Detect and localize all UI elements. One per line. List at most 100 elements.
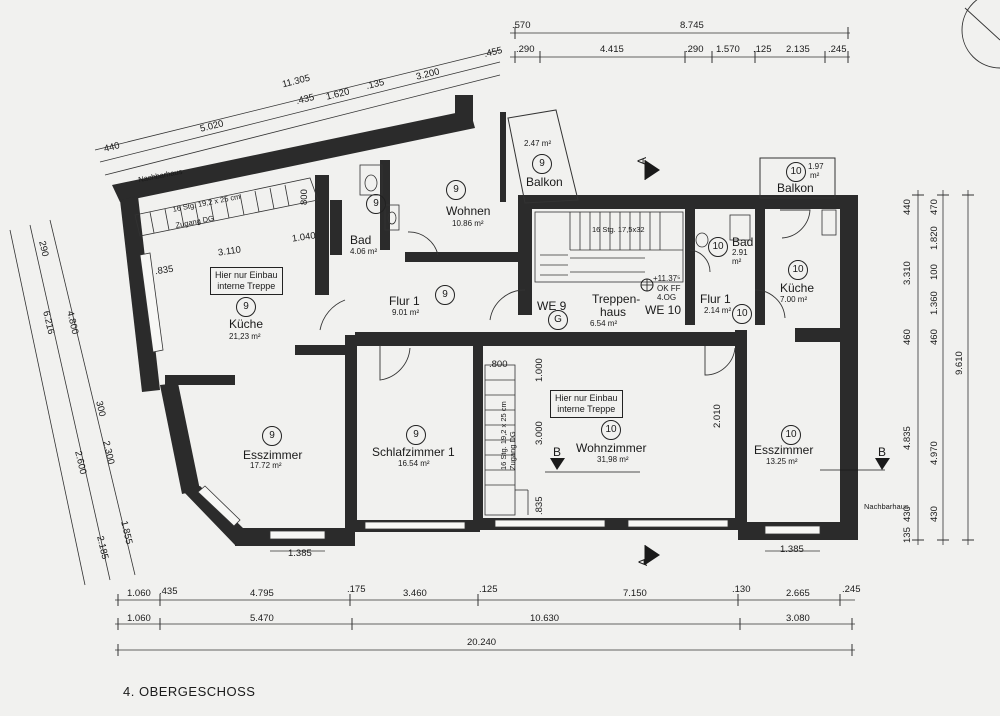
nachbarhaus-right-label: Nachbarhaus [864,502,909,511]
dim-w-800: .800 [489,359,508,370]
dim-l-300: 300 [93,399,108,418]
dim-w-1000: 1.000 [534,358,545,382]
we9-label: WE 9 [537,299,567,313]
room-balkon9-area: 2.47 m² [524,139,552,148]
we10-label: WE 10 [645,303,682,317]
dim-w-3000: 3.000 [534,421,545,445]
dim-r-125: .125 [753,44,772,55]
dim-r-430b: 430 [929,506,940,522]
room-balkon10-unit: 10 [786,162,806,182]
room-flur10-name: Flur 1 [700,292,731,306]
room-kueche10-area: 7.00 m² [780,295,808,304]
dim-r-290a: .290 [516,44,535,55]
windows [139,252,821,540]
dim-r-460b: 460 [929,329,940,345]
dim-r-430a: 430 [902,506,913,522]
room-balkon10-area-a: 1.97 [808,162,824,171]
room-bad10-name: Bad [732,235,754,249]
dim-b2-5470: 5.470 [250,613,274,624]
dim-b2-1060: 1.060 [127,613,151,624]
dim-b1-435: .435 [159,586,178,597]
dim-r-245: .245 [828,44,847,55]
ok-ff-label: OK FF [657,284,681,293]
room-balkon9-name: Balkon [526,175,563,189]
einbau-note-a: Hier nur Einbau interne Treppe [210,267,283,295]
room-wohnen-area: 10.86 m² [452,219,484,228]
room-wohnen-unit: 9 [446,180,466,200]
dim-r-1570: 1.570 [716,44,740,55]
room-balkon10-area-b: m² [810,171,820,180]
room-wohnzimmer-area: 31,98 m² [597,455,629,464]
dim-k-800: 800 [299,189,310,205]
room-schlafzimmer-name: Schlafzimmer 1 [372,445,455,459]
room-esszimmer9-unit: 9 [262,426,282,446]
room-flur9-name: Flur 1 [389,294,420,308]
room-flur10-unit: 10 [732,304,752,324]
north-arrow-icon [961,0,1000,69]
stairs-mid-label-2: Zugang DG [508,431,517,470]
section-b-left: B [553,445,562,459]
room-flur10-area: 2.14 m² [704,306,732,315]
dim-b1-7150: 7.150 [623,588,647,599]
room-kueche9-area: 21,23 m² [229,332,261,341]
dim-w-835: .835 [534,496,545,516]
room-flur9-unit: 9 [435,285,455,305]
dim-r-290b: .290 [685,44,704,55]
room-wohnzimmer-name: Wohnzimmer [576,441,647,455]
room-bad10-unit: 10 [708,237,728,257]
room-wohnzimmer-unit: 10 [601,420,621,440]
room-esszimmer10-unit: 10 [781,425,801,445]
dim-e-2010: 2.010 [712,404,723,428]
dim-b1-4795: 4.795 [250,588,274,599]
einbau-note-a-line1: Hier nur Einbau [215,270,278,280]
dim-r-1820: 1.820 [929,226,940,250]
section-markers [545,160,890,565]
room-bad10-area-b: m² [732,257,742,266]
room-kueche10-name: Küche [780,281,815,295]
dim-b1-245: .245 [842,584,861,595]
room-kueche9-name: Küche [229,317,264,331]
room-kueche9-unit: 9 [236,297,256,317]
dim-b3-20240: 20.240 [467,637,497,648]
dim-r-1360: 1.360 [929,291,940,315]
room-schlafzimmer-unit: 9 [406,425,426,445]
dim-b1-175: .175 [347,584,366,595]
stairs [134,177,684,516]
page-title: 4. OBERGESCHOSS [123,684,256,699]
einbau-note-a-line2: interne Treppe [217,281,276,291]
room-treppenhaus-area: 6.54 m² [590,319,618,328]
room-esszimmer9-name: Esszimmer [243,448,303,462]
dim-b1-2665: 2.665 [786,588,810,599]
room-balkon10-name: Balkon [777,181,814,195]
dim-r-570: .570 [512,20,531,31]
dim-window-1385-right: 1.385 [780,544,804,555]
section-a-top: A [635,156,649,165]
dim-r-2135: 2.135 [786,44,810,55]
dim-b1-130: .130 [732,584,751,595]
room-esszimmer9-area: 17.72 m² [250,461,282,470]
dim-b2-10630: 10.630 [530,613,560,624]
elevation-label: +11.37⁵ [653,274,681,283]
room-bad9-area: 4.06 m² [350,247,378,256]
stairs-center-label: 16 Stg. 17,5x32 [592,225,645,234]
dim-b1-1060: 1.060 [127,588,151,599]
room-bad9-unit: 9 [366,194,386,214]
dimension-lines [9,27,974,656]
dim-r-470: 470 [929,199,940,215]
einbau-note-b-line2: interne Treppe [557,404,616,414]
room-kueche10-unit: 10 [788,260,808,280]
room-bad9-name: Bad [350,233,372,247]
dim-r-4415: 4.415 [600,44,624,55]
room-schlafzimmer-area: 16.54 m² [398,459,430,468]
room-flur9-area: 9.01 m² [392,308,420,317]
section-b-right: B [878,445,887,459]
stairs-mid-label: 16 Stg. 19,2 x 25 cm [499,401,508,470]
room-esszimmer10-area: 13.25 m² [766,457,798,466]
dim-r-9610: 9.610 [954,351,965,375]
dim-r-8745: 8.745 [680,20,704,31]
room-wohnen-name: Wohnen [446,204,491,218]
room-treppenhaus-name-b: haus [600,305,627,319]
dim-r-4835: 4.835 [902,426,913,450]
dim-r-440: 440 [902,199,913,215]
